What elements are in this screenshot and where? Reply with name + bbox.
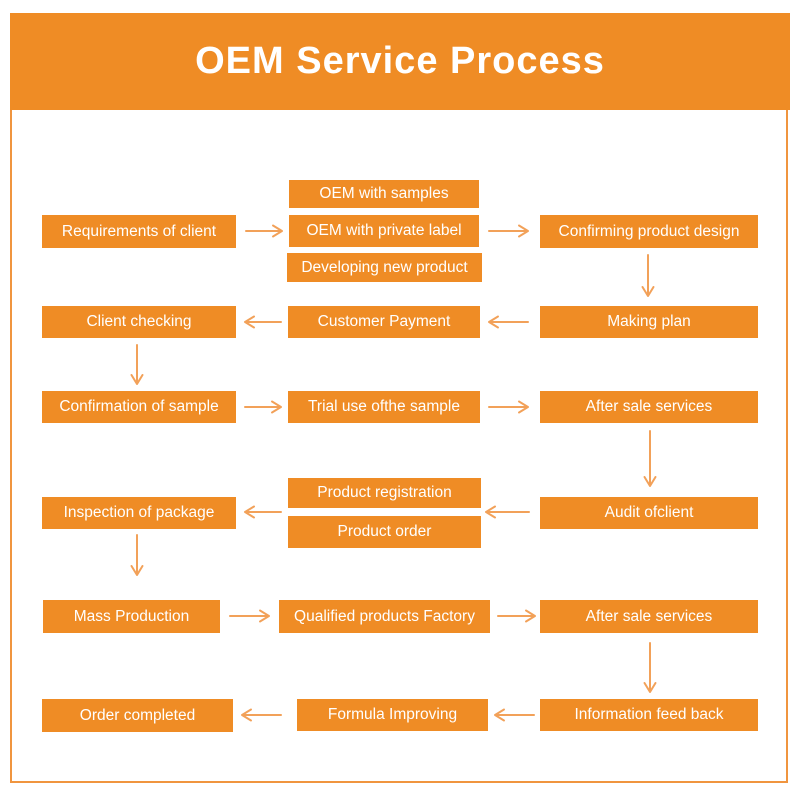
flow-node-requirements-of-client: Requirements of client [42, 215, 236, 248]
flow-node-mass-production: Mass Production [43, 600, 220, 633]
flow-node-trial-use-ofthe-sample: Trial use ofthe sample [288, 391, 480, 423]
flow-node-developing-new-product: Developing new product [287, 253, 482, 282]
flow-node-audit-ofclient: Audit ofclient [540, 497, 758, 529]
flow-node-confirmation-of-sample: Confirmation of sample [42, 391, 236, 423]
flow-node-confirming-product-design: Confirming product design [540, 215, 758, 248]
flow-node-qualified-products-factory: Qualified products Factory [279, 600, 490, 633]
flow-node-customer-payment: Customer Payment [288, 306, 480, 338]
flow-node-after-sale-services-1: After sale services [540, 391, 758, 423]
flow-node-making-plan: Making plan [540, 306, 758, 338]
flow-node-order-completed: Order completed [42, 699, 233, 732]
frame-border-bottom [10, 781, 788, 783]
header-banner: OEM Service Process [10, 13, 790, 110]
flow-node-product-registration: Product registration [288, 478, 481, 508]
flow-node-information-feed-back: Information feed back [540, 699, 758, 731]
flow-node-product-order: Product order [288, 516, 481, 548]
flow-node-oem-with-samples: OEM with samples [289, 180, 479, 208]
flow-node-oem-with-private-label: OEM with private label [289, 215, 479, 247]
frame-border-left [10, 110, 12, 781]
flow-node-inspection-of-package: Inspection of package [42, 497, 236, 529]
flow-node-after-sale-services-2: After sale services [540, 600, 758, 633]
flow-node-client-checking: Client checking [42, 306, 236, 338]
frame-border-right [786, 110, 788, 781]
flow-node-formula-improving: Formula Improving [297, 699, 488, 731]
page-title: OEM Service Process [195, 40, 605, 82]
